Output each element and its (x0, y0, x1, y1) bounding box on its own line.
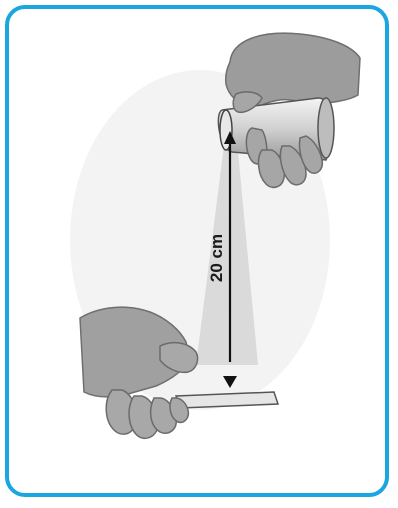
distance-label-group: 20 cm (207, 234, 226, 282)
distance-label: 20 cm (207, 234, 226, 282)
